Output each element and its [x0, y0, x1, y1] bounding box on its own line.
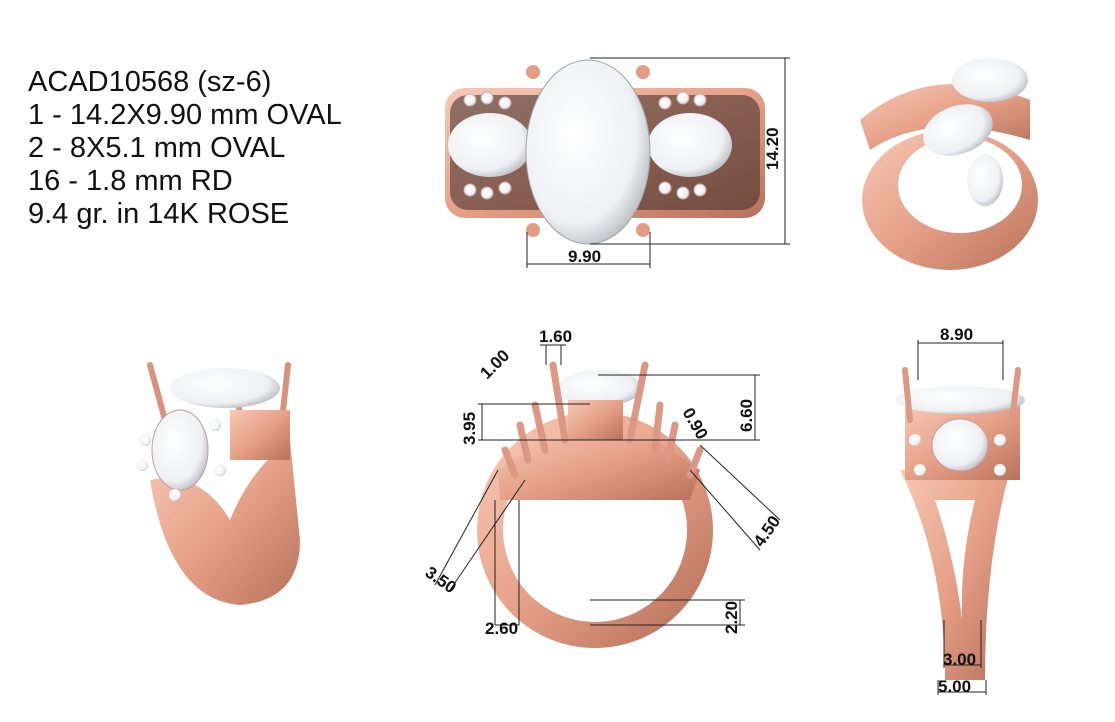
- side-stone-left: [448, 113, 532, 177]
- dim-prong-width: 1.60: [539, 327, 572, 346]
- prongs: [902, 367, 1021, 423]
- center-stone: [952, 58, 1028, 102]
- dim-shank-width: 2.60: [485, 619, 518, 638]
- front-view: 1.60 1.00 3.95 0.90 6.60 4.50 3.50 2.60 …: [422, 327, 784, 648]
- dim-shank-outer: 5.00: [938, 677, 971, 696]
- dim-width: 9.90: [568, 247, 601, 266]
- center-stone-spec: 1 - 14.2X9.90 mm OVAL: [28, 99, 342, 131]
- accent-stones: [136, 419, 226, 501]
- center-stone: [558, 370, 642, 406]
- ring-basket: [568, 400, 623, 440]
- dim-basket-height: 3.95: [460, 412, 479, 445]
- perspective-view-bottom: [136, 362, 300, 605]
- accent-stones-spec: 16 - 1.8 mm RD: [28, 165, 233, 197]
- side-stones-spec: 2 - 8X5.1 mm OVAL: [28, 132, 286, 164]
- dimension-lines: [434, 344, 781, 626]
- side-stone: [931, 418, 989, 472]
- ring-basket: [230, 410, 290, 460]
- metal-weight-spec: 9.4 gr. in 14K ROSE: [28, 198, 290, 230]
- center-stone: [525, 59, 651, 245]
- ring-shank: [150, 440, 300, 605]
- side-stone: [923, 104, 993, 156]
- specification-block: ACAD10568 (sz-6) 1 - 14.2X9.90 mm OVAL 2…: [28, 66, 342, 231]
- accent-stones: [463, 91, 707, 200]
- prongs: [526, 65, 650, 237]
- side-view: 8.90 3.00 5.00: [895, 325, 1025, 696]
- top-view: 14.20 9.90: [445, 57, 790, 268]
- dim-length: 14.20: [763, 127, 782, 170]
- dim-shank-thickness: 2.20: [722, 601, 741, 634]
- ring-shoulders: [498, 430, 700, 500]
- side-stone: [151, 409, 209, 491]
- model-number: ACAD10568 (sz-6): [28, 66, 272, 98]
- accent-stones: [909, 434, 1006, 476]
- side-stone: [967, 154, 1003, 206]
- center-stone: [170, 368, 280, 408]
- dim-accent-b: 0.90: [679, 405, 712, 443]
- dimension-lines: [526, 57, 790, 268]
- center-stone: [895, 386, 1025, 414]
- perspective-view-top: [860, 58, 1038, 270]
- dim-shank-inner: 3.00: [943, 650, 976, 669]
- dim-side-left: 3.50: [422, 563, 460, 598]
- side-stone-right: [648, 113, 732, 177]
- dim-total-height: 6.60: [737, 399, 756, 432]
- dimension-lines: [917, 340, 1004, 695]
- shank-split: [935, 500, 975, 620]
- dim-accent-a: 1.00: [476, 346, 513, 383]
- prongs: [501, 361, 704, 479]
- dim-top-width: 8.90: [940, 325, 973, 344]
